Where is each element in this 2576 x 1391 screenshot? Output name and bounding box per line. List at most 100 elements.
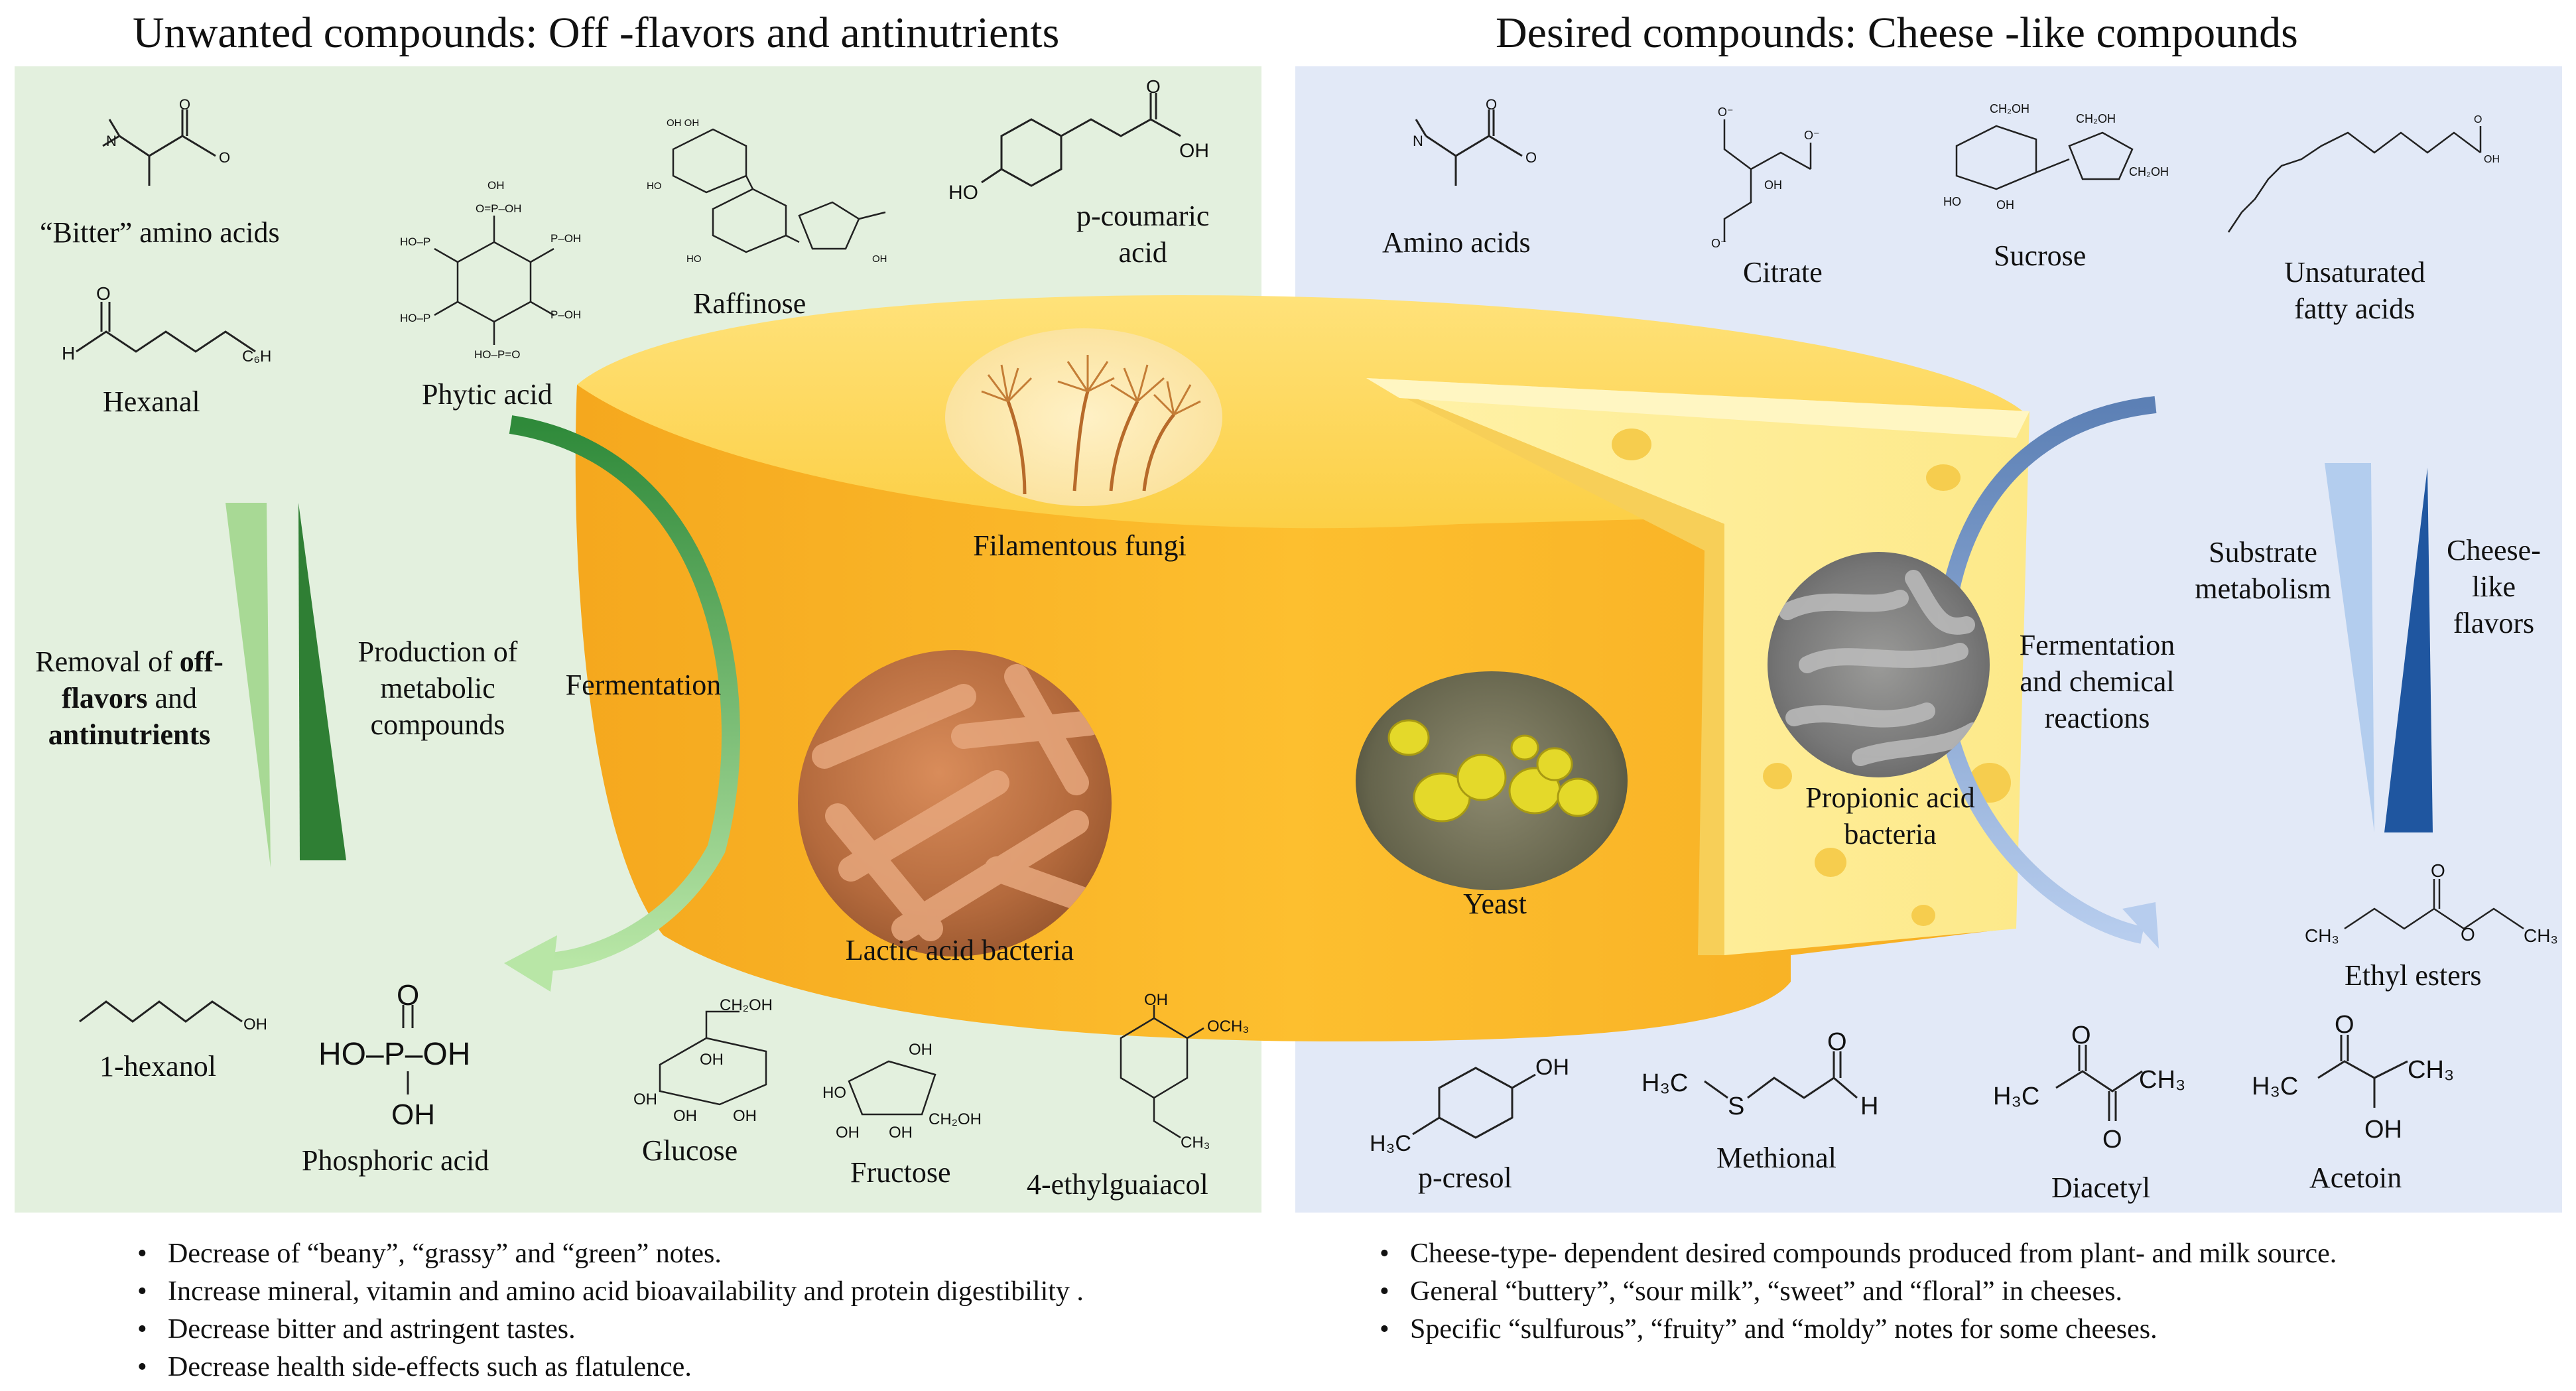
- svg-text:CH₃: CH₃: [2305, 925, 2339, 946]
- right-bullet-list: Cheese-type- dependent desired compounds…: [1372, 1235, 2337, 1349]
- svg-text:N: N: [1413, 133, 1423, 149]
- bitter-amino-acids-label: “Bitter” amino acids: [40, 216, 280, 249]
- svg-text:CH₃: CH₃: [2524, 925, 2558, 946]
- methional-structure: H₃C S O H: [1642, 1028, 1878, 1120]
- flavor-wedge: [2384, 468, 2433, 832]
- diacetyl-structure: H₃C O CH₃ O: [1993, 1022, 2185, 1154]
- svg-text:HO–P–OH: HO–P–OH: [318, 1037, 470, 1072]
- svg-text:HO–P: HO–P: [400, 312, 430, 324]
- svg-text:S: S: [1728, 1093, 1744, 1120]
- svg-text:OH: OH: [1179, 140, 1209, 162]
- left-bullet: Decrease of “beany”, “grassy” and “green…: [137, 1235, 1084, 1273]
- svg-text:HO–P: HO–P: [400, 235, 430, 248]
- glucose-label: Glucose: [642, 1134, 738, 1167]
- svg-text:O: O: [397, 979, 419, 1012]
- svg-text:OH: OH: [1535, 1055, 1569, 1080]
- svg-text:O: O: [219, 149, 230, 166]
- svg-text:O: O: [179, 96, 190, 113]
- svg-text:OH: OH: [872, 253, 887, 265]
- svg-text:OH: OH: [1764, 178, 1782, 192]
- svg-text:O: O: [2474, 114, 2482, 125]
- fructose-label: Fructose: [850, 1156, 951, 1189]
- svg-text:O: O: [1827, 1028, 1847, 1056]
- svg-text:O: O: [1525, 149, 1537, 166]
- right-title: Desired compounds: Cheese -like compound…: [1496, 9, 2298, 57]
- hexanal-structure: O H C₆H: [62, 283, 271, 365]
- svg-text:OH: OH: [487, 179, 505, 192]
- svg-text:HO: HO: [822, 1084, 846, 1102]
- ethylguaiacol-label: 4-ethylguaiacol: [1027, 1168, 1208, 1201]
- svg-text:CH₂OH: CH₂OH: [720, 996, 773, 1014]
- svg-text:OCH₃: OCH₃: [1207, 1018, 1249, 1035]
- svg-text:C₆H: C₆H: [242, 348, 271, 365]
- left-bullet-list: Decrease of “beany”, “grassy” and “green…: [129, 1235, 1084, 1386]
- svg-text:CH₃: CH₃: [2139, 1066, 2185, 1094]
- svg-text:CH₂OH: CH₂OH: [2076, 112, 2116, 125]
- pab-image: [1768, 552, 1990, 777]
- citrate-label: Citrate: [1743, 256, 1823, 289]
- svg-text:OH: OH: [889, 1124, 913, 1142]
- svg-text:OH OH: OH OH: [667, 117, 699, 129]
- citrate-structure: O⁻ O⁻ OH O⁻: [1711, 105, 1820, 250]
- svg-text:OH: OH: [2364, 1116, 2402, 1144]
- svg-text:H₃C: H₃C: [1642, 1069, 1688, 1097]
- svg-text:CH₃: CH₃: [2408, 1056, 2454, 1084]
- svg-text:OH: OH: [733, 1107, 757, 1125]
- hexanal-label: Hexanal: [103, 385, 200, 418]
- svg-text:HO: HO: [686, 253, 702, 265]
- right-bullet: General “buttery”, “sour milk”, “sweet” …: [1380, 1273, 2337, 1311]
- removal-wedge: [225, 503, 271, 868]
- fermentation-label: Fermentation: [565, 669, 722, 701]
- svg-text:O⁻: O⁻: [1804, 129, 1820, 142]
- svg-text:OH: OH: [2484, 154, 2500, 165]
- removal-label: Removal of off- flavors and antinutrient…: [35, 645, 224, 751]
- svg-text:OH: OH: [633, 1091, 657, 1108]
- phytic-acid-label: Phytic acid: [422, 378, 552, 411]
- svg-text:O: O: [2071, 1022, 2091, 1049]
- svg-text:N: N: [106, 133, 117, 149]
- svg-text:HO: HO: [948, 182, 978, 204]
- amino-acids-structure: N O O: [1413, 96, 1537, 186]
- svg-text:OH: OH: [1996, 198, 2014, 212]
- ethylguaiacol-structure: OH OCH₃ CH₃: [1120, 991, 1249, 1152]
- acetoin-label: Acetoin: [2309, 1161, 2402, 1194]
- hexanol-label: 1-hexanol: [99, 1050, 216, 1083]
- right-bullet: Specific “sulfurous”, “fruity” and “mold…: [1380, 1311, 2337, 1349]
- svg-text:OH: OH: [909, 1041, 933, 1059]
- svg-text:H₃C: H₃C: [1993, 1083, 2039, 1110]
- svg-text:H: H: [1860, 1093, 1878, 1120]
- svg-text:O⁻: O⁻: [1711, 237, 1727, 250]
- p-coumaric-acid-structure: HO O OH: [948, 76, 1209, 204]
- svg-text:OH: OH: [1144, 991, 1168, 1009]
- methional-label: Methional: [1716, 1142, 1836, 1174]
- svg-text:CH₃: CH₃: [1181, 1134, 1210, 1152]
- production-wedge: [298, 503, 346, 860]
- svg-text:OH: OH: [243, 1016, 267, 1033]
- hexanol-structure: OH: [79, 1000, 267, 1033]
- svg-text:OH: OH: [673, 1107, 697, 1125]
- svg-text:O: O: [2102, 1126, 2122, 1154]
- svg-text:O⁻: O⁻: [1718, 105, 1734, 119]
- yeast-label: Yeast: [1463, 888, 1527, 920]
- svg-text:OH: OH: [391, 1098, 435, 1131]
- right-bullet: Cheese-type- dependent desired compounds…: [1380, 1235, 2337, 1273]
- left-title: Unwanted compounds: Off -flavors and ant…: [133, 9, 1060, 57]
- lactic-acid-bacteria-label: Lactic acid bacteria: [845, 934, 1074, 966]
- svg-text:O: O: [96, 283, 111, 304]
- raffinose-label: Raffinose: [693, 287, 806, 320]
- phosphoric-acid-structure: HO–P–OH O OH: [318, 979, 470, 1131]
- svg-text:HO: HO: [1943, 195, 1961, 208]
- svg-text:O: O: [1486, 96, 1497, 113]
